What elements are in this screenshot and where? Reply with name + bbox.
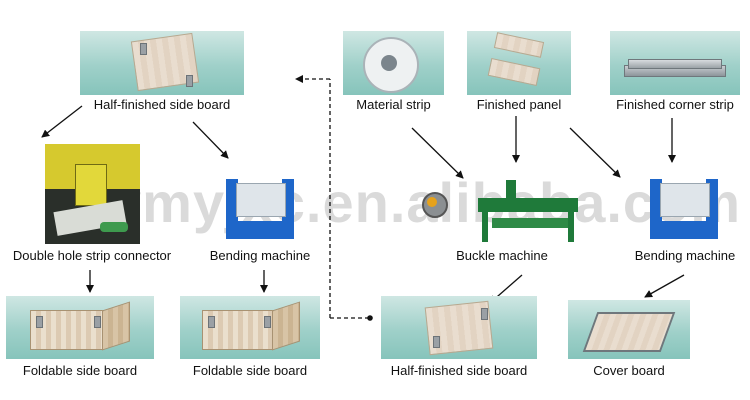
half-finished-board-image <box>80 31 244 95</box>
dashed-feedback-line <box>295 75 368 319</box>
node-label: Cover board <box>593 363 665 378</box>
bending-machine-image <box>224 175 296 245</box>
finished-panel-image <box>467 31 571 95</box>
node-label: Double hole strip connector <box>12 248 172 263</box>
dashed-line-endpoint <box>367 315 373 321</box>
finished-corner-strip-image <box>610 31 740 95</box>
half-finished-board-image <box>381 296 537 359</box>
cover-board-image <box>568 300 690 359</box>
node-label: Half-finished side board <box>390 363 528 378</box>
node-label: Half-finished side board <box>93 97 231 112</box>
arrow-panel-to-bending-right <box>569 127 621 178</box>
node-label: Finished panel <box>476 97 562 112</box>
foldable-box-image <box>6 296 154 359</box>
arrow-half-to-doublehole <box>41 105 83 138</box>
material-strip-image <box>343 31 444 95</box>
node-label: Buckle machine <box>456 248 548 263</box>
arrow-half-to-bending-left <box>192 121 229 159</box>
arrow-bending-right-to-cover <box>644 274 685 298</box>
node-label: Foldable side board <box>22 363 138 378</box>
node-label: Bending machine <box>209 248 311 263</box>
node-label: Finished corner strip <box>616 97 734 112</box>
double-hole-machine-image <box>45 144 140 244</box>
node-label: Foldable side board <box>192 363 308 378</box>
arrow-material-to-buckle <box>411 127 464 179</box>
node-label: Bending machine <box>634 248 736 263</box>
buckle-machine-image <box>412 170 582 248</box>
node-label: Material strip <box>356 97 431 112</box>
bending-machine-image <box>648 175 720 245</box>
foldable-box-image <box>180 296 320 359</box>
